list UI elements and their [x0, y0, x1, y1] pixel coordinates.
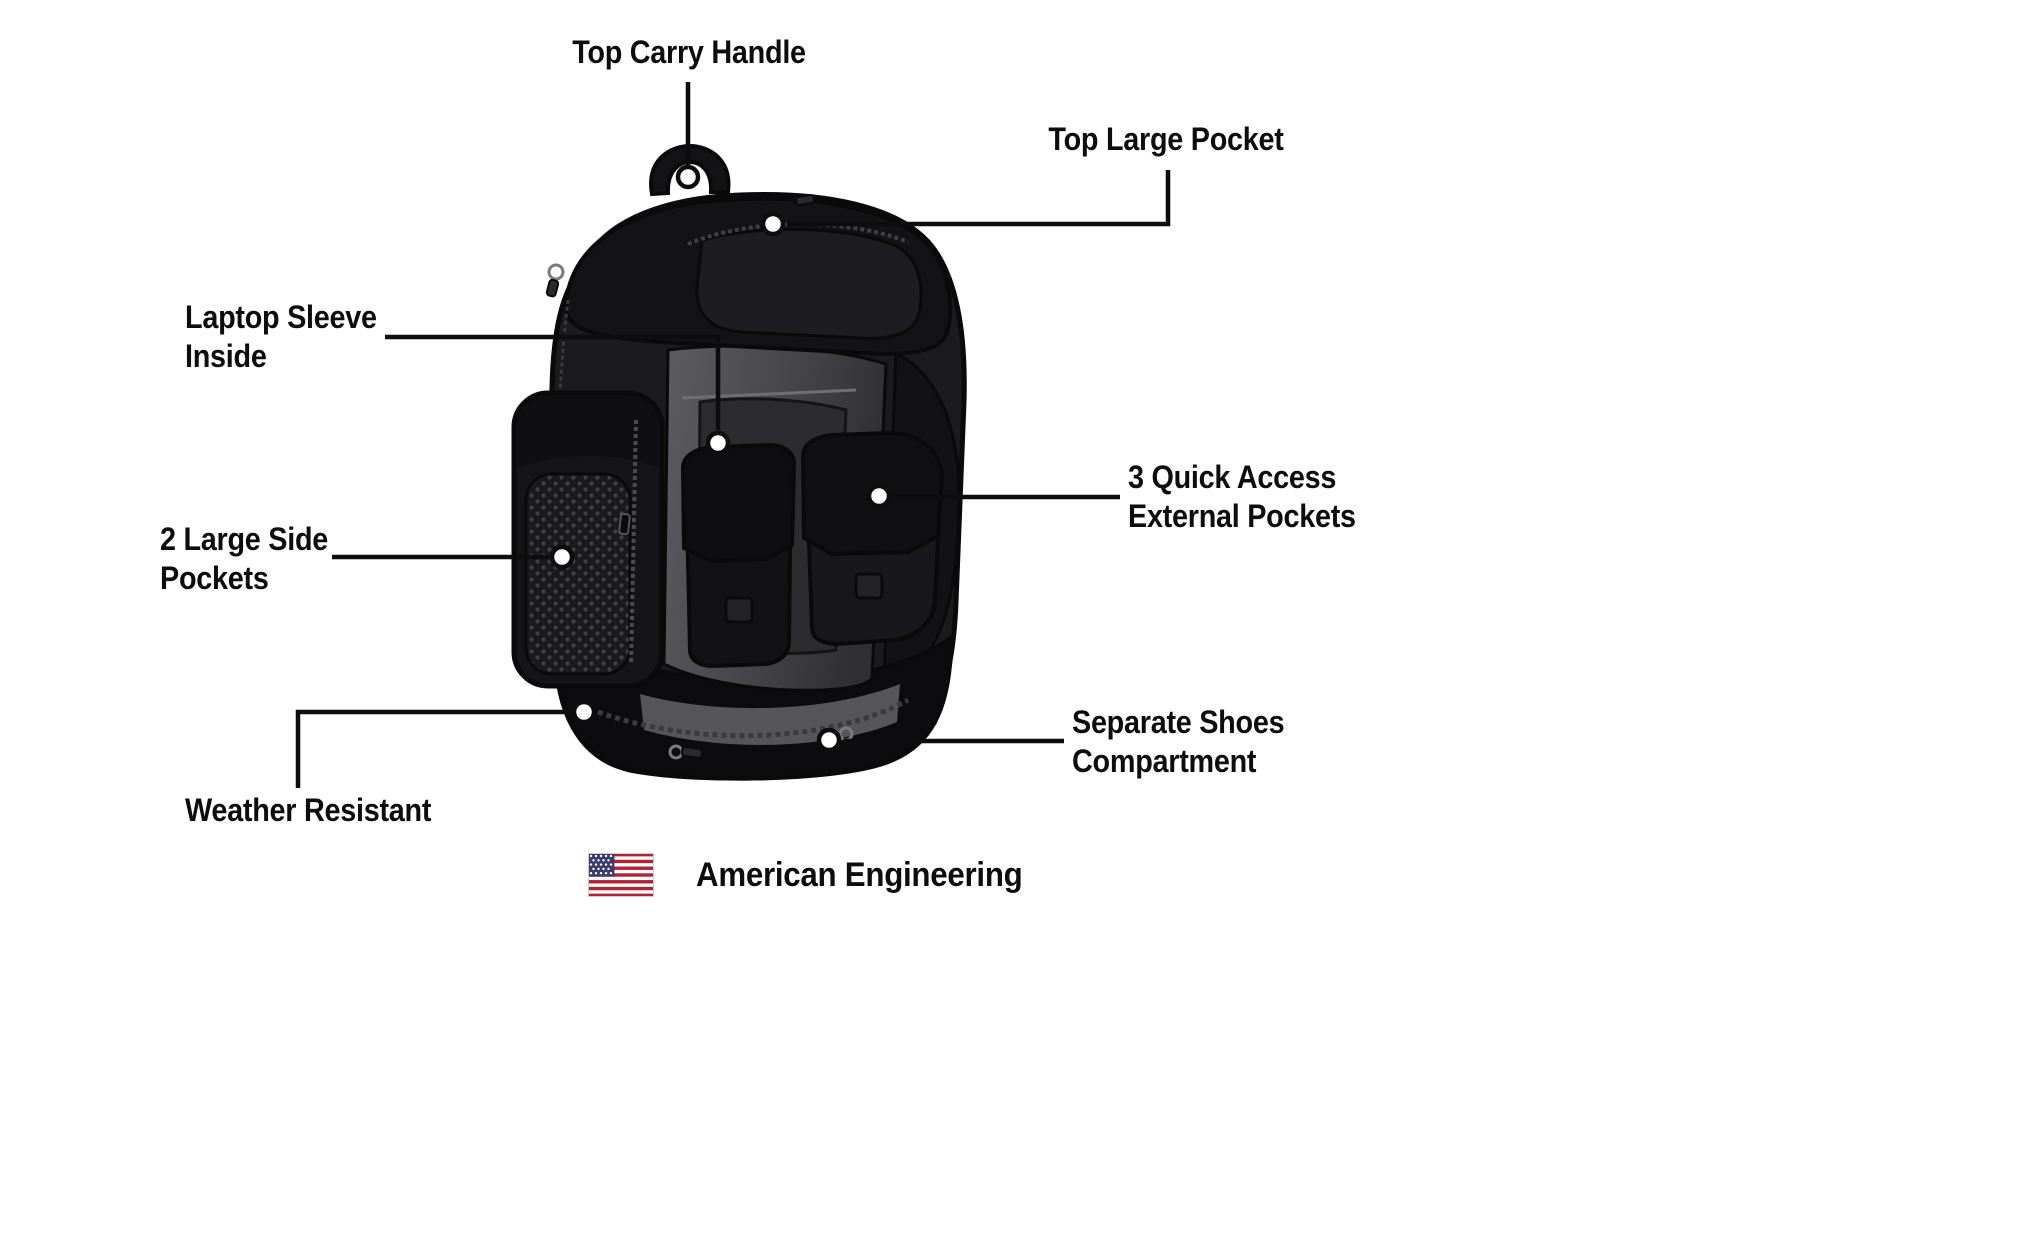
- footer: American Engineering: [588, 853, 1051, 897]
- us-flag-icon: [588, 853, 654, 897]
- pouch-left-flap: [680, 442, 797, 564]
- bottom-zipper: [597, 697, 910, 739]
- label-shoes-compartment: Separate Shoes Compartment: [1072, 704, 1285, 780]
- pouch-left-tab: [724, 596, 754, 624]
- label-top-large-pocket: Top Large Pocket: [1048, 121, 1284, 157]
- flag-white-stripes: [588, 856, 654, 894]
- label-side-pockets: 2 Large Side Pockets: [160, 521, 329, 597]
- callout-point-weather-resistant: [571, 699, 597, 725]
- callout-lines: [295, 82, 1171, 788]
- front-panel-top-line: [681, 388, 857, 400]
- footer-text: American Engineering: [696, 855, 1023, 894]
- bottom-zipper-pull-left: [668, 744, 704, 760]
- carry-handle: [649, 143, 731, 197]
- side-pocket-zipper-pull: [618, 512, 631, 536]
- label-laptop-sleeve: Laptop Sleeve Inside: [185, 299, 377, 375]
- side-pocket-zipper: [629, 419, 638, 665]
- callout-points: [549, 164, 892, 753]
- callout-point-top-large-pocket: [760, 211, 786, 237]
- spine-zipper-pull: [545, 278, 560, 298]
- label-weather-resistant: Weather Resistant: [185, 792, 432, 828]
- side-pocket-mesh: [524, 472, 632, 676]
- pouch-right-tab: [854, 572, 884, 600]
- callout-point-quick-access: [866, 483, 892, 509]
- flag-stars: [589, 854, 613, 875]
- side-pocket-top: [516, 395, 660, 468]
- callout-point-laptop-sleeve: [705, 430, 731, 456]
- label-quick-access: 3 Quick Access External Pockets: [1128, 459, 1356, 535]
- callout-point-side-pockets: [549, 544, 575, 570]
- callout-point-top-carry-handle: [675, 164, 701, 190]
- top-lid-pocket: [695, 227, 923, 340]
- lid-zipper-pull: [794, 193, 816, 207]
- spine-zipper-pull-ring: [547, 263, 565, 281]
- label-top-carry-handle: Top Carry Handle: [572, 34, 806, 70]
- callout-line-laptop-sleeve: [385, 334, 721, 430]
- callout-line-weather-resistant: [295, 709, 570, 788]
- callout-point-shoes-compartment: [816, 727, 842, 753]
- callout-line-top-large-pocket: [787, 170, 1171, 227]
